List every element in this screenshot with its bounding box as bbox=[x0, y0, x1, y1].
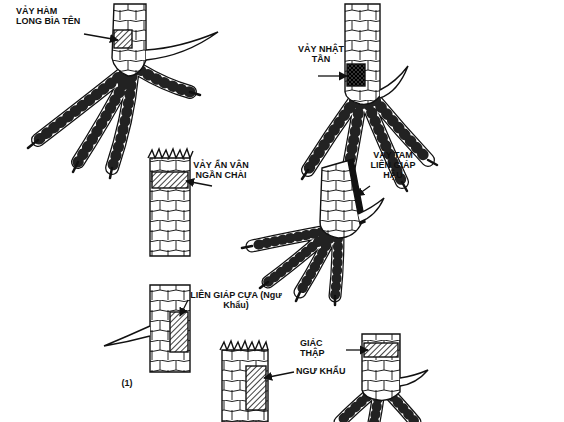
scale-label: (1) bbox=[112, 378, 142, 388]
shanks bbox=[104, 4, 428, 422]
scale-label: LIÊN GIÁP CỰA (Ngư Khẩu) bbox=[186, 290, 286, 310]
scale-label: GIÁC THẬP bbox=[300, 338, 346, 358]
scale-label: VẢY TAM LIÊN GIÁP HẬU bbox=[362, 150, 424, 180]
scale-label: VẢY NHẬT TẦN bbox=[290, 44, 352, 64]
leader-arrows bbox=[84, 34, 370, 378]
scale-label: VẢY HÀM LONG BÌA TÊN bbox=[16, 6, 82, 26]
scale-label: VẢY ẨN VÂN NGẦN CHÀI bbox=[192, 160, 250, 180]
scale-label: NGƯ KHẨU bbox=[296, 366, 352, 376]
toes bbox=[28, 70, 437, 422]
